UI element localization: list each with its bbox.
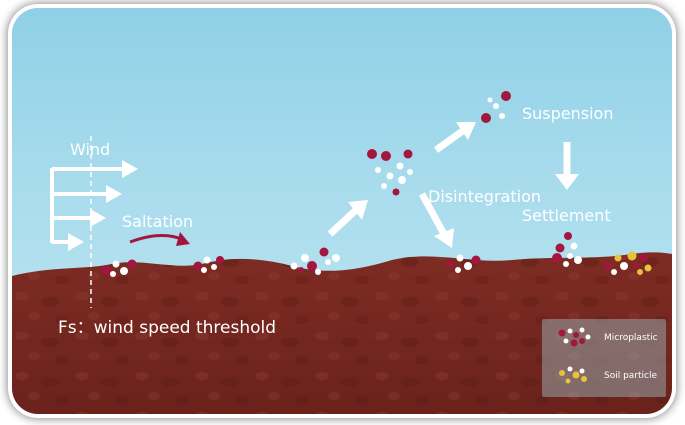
soil-texture <box>12 252 672 414</box>
settlement-label: Settlement <box>522 206 611 225</box>
particles-mid-ground <box>290 247 340 275</box>
legend-soil-particle-label: Soil particle <box>604 371 658 381</box>
rise-arrow <box>327 207 359 237</box>
disintegration-arrow <box>418 192 448 236</box>
suspension-arrow <box>433 127 467 153</box>
particles-saltation-start <box>101 259 137 277</box>
soil-particle-swatch-icon <box>559 366 587 384</box>
wind-label: Wind <box>70 140 111 159</box>
suspension-label: Suspension <box>522 104 614 123</box>
diagram-canvas <box>12 91 672 414</box>
diagram-frame: Wind Saltation Disintegration Suspension… <box>12 8 672 414</box>
particles-airborne-cluster <box>367 149 413 196</box>
particles-saltation-land <box>193 256 224 273</box>
legend-microplastic-label: Microplastic <box>604 333 658 343</box>
wind-profile-arrows <box>50 160 138 251</box>
particles-suspension <box>481 91 511 123</box>
microplastic-swatch-icon <box>558 327 591 347</box>
legend-item-microplastic: Microplastic <box>542 319 666 357</box>
particles-disintegration-land <box>446 254 481 273</box>
legend: Microplastic Soil particle <box>542 319 666 397</box>
saltation-arrow <box>129 234 185 244</box>
disintegration-label: Disintegration <box>428 187 541 206</box>
saltation-arrowhead <box>176 232 190 246</box>
particles-settlement-column <box>552 232 582 267</box>
threshold-label: Fs：wind speed threshold <box>58 318 277 338</box>
particles-settlement-mixed <box>604 251 652 275</box>
saltation-label: Saltation <box>122 212 194 231</box>
legend-item-soil-particle: Soil particle <box>542 357 666 395</box>
